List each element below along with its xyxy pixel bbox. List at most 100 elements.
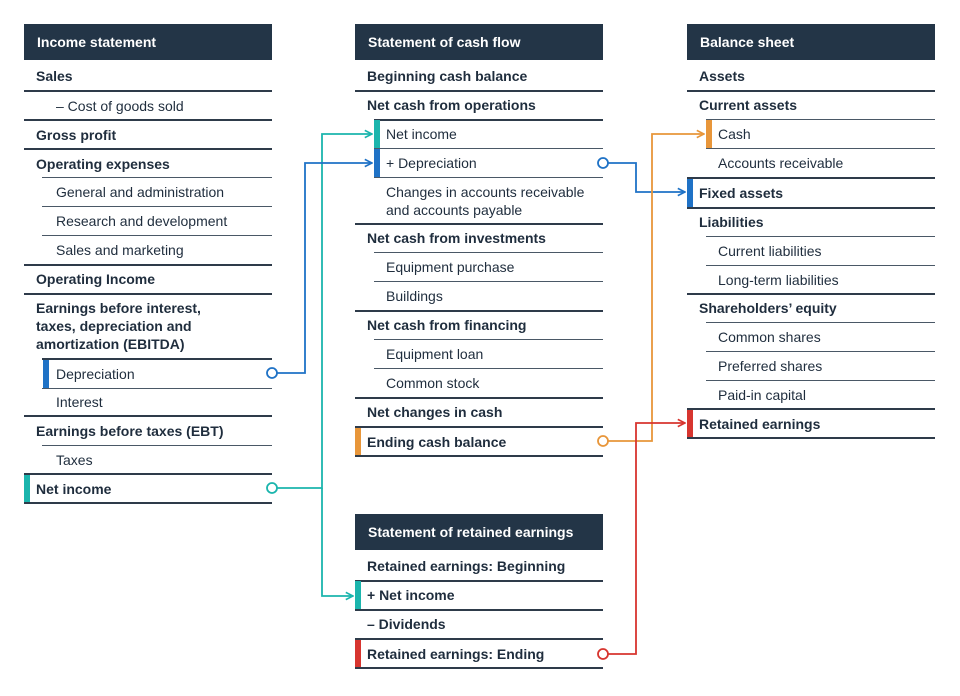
bs-row-paid-in-capital: Paid-in capital bbox=[718, 387, 806, 403]
income-row-cogs: – Cost of goods sold bbox=[56, 97, 184, 114]
row-divider bbox=[42, 177, 272, 178]
re-row-net-income: + Net income bbox=[367, 587, 455, 603]
cf-ending-cash-accent-bar bbox=[355, 428, 361, 456]
cf-row-equipment-purchase: Equipment purchase bbox=[386, 259, 515, 275]
cf-row-net-cash-financing: Net cash from financing bbox=[367, 317, 527, 333]
cf-row-equipment-loan: Equipment loan bbox=[386, 346, 484, 362]
row-divider bbox=[355, 426, 603, 428]
bs-row-cash: Cash bbox=[718, 126, 751, 142]
row-divider bbox=[355, 455, 603, 457]
depreciation-accent-bar bbox=[43, 360, 49, 388]
row-divider bbox=[42, 235, 272, 236]
row-divider bbox=[706, 322, 935, 323]
cf-row-net-cash-operations: Net cash from operations bbox=[367, 97, 536, 113]
re-row-ending: Retained earnings: Ending bbox=[367, 646, 545, 662]
income-row-interest: Interest bbox=[56, 394, 103, 410]
fixed-assets-connector bbox=[597, 157, 685, 192]
retained-earnings-title: Statement of retained earnings bbox=[355, 514, 603, 550]
row-divider bbox=[687, 293, 935, 295]
net-income-accent-bar bbox=[24, 475, 30, 503]
row-divider bbox=[374, 252, 603, 253]
row-divider bbox=[24, 502, 272, 504]
row-divider bbox=[355, 223, 603, 225]
income-row-taxes: Taxes bbox=[56, 452, 93, 468]
re-row-dividends: – Dividends bbox=[367, 616, 446, 632]
bs-row-current-liabilities: Current liabilities bbox=[718, 243, 822, 259]
row-divider bbox=[374, 148, 603, 149]
cf-row-net-income: Net income bbox=[386, 126, 457, 142]
retained-earnings-connector bbox=[597, 423, 685, 660]
row-divider bbox=[355, 580, 603, 582]
row-divider bbox=[706, 351, 935, 352]
bs-row-preferred-shares: Preferred shares bbox=[718, 358, 823, 374]
income-row-gross-profit: Gross profit bbox=[36, 126, 117, 143]
row-divider bbox=[706, 236, 935, 237]
row-divider bbox=[374, 119, 603, 121]
cf-row-changes-ar-ap: Changes in accounts receivable and accou… bbox=[386, 184, 585, 218]
cf-row-buildings: Buildings bbox=[386, 288, 443, 304]
row-divider bbox=[42, 206, 272, 207]
net-income-connector bbox=[266, 134, 372, 596]
bs-row-assets: Assets bbox=[699, 68, 745, 84]
row-divider bbox=[355, 397, 603, 399]
row-divider bbox=[24, 148, 272, 150]
row-divider bbox=[687, 90, 935, 92]
cf-row-net-changes-cash: Net changes in cash bbox=[367, 404, 503, 420]
income-row-operating-expenses: Operating expenses bbox=[36, 155, 170, 172]
bs-row-retained-earnings: Retained earnings bbox=[699, 416, 821, 432]
cash-flow-title: Statement of cash flow bbox=[355, 24, 603, 60]
balance-sheet-panel: Balance sheet Assets Current assets Cash… bbox=[687, 24, 935, 440]
row-divider bbox=[355, 667, 603, 669]
row-divider bbox=[706, 119, 935, 120]
row-divider bbox=[24, 264, 272, 266]
cf-row-beginning-cash: Beginning cash balance bbox=[367, 68, 528, 84]
row-divider bbox=[706, 265, 935, 266]
row-divider bbox=[355, 638, 603, 640]
row-divider bbox=[374, 368, 603, 369]
bs-row-long-term-liabilities: Long-term liabilities bbox=[718, 272, 839, 288]
re-net-income-accent-bar bbox=[355, 581, 361, 609]
cf-net-income-accent-bar bbox=[374, 120, 380, 148]
income-row-ebitda: Earnings before interest, taxes, depreci… bbox=[36, 300, 201, 352]
row-divider bbox=[687, 177, 935, 179]
bs-retained-earnings-accent-bar bbox=[687, 410, 693, 438]
bs-row-shareholders-equity: Shareholders’ equity bbox=[699, 300, 837, 316]
depreciation-connector bbox=[266, 163, 372, 379]
income-row-ebt: Earnings before taxes (EBT) bbox=[36, 423, 224, 439]
row-divider bbox=[687, 408, 935, 410]
bs-row-current-assets: Current assets bbox=[699, 97, 798, 113]
row-divider bbox=[355, 90, 603, 92]
income-row-snm: Sales and marketing bbox=[56, 242, 184, 258]
cf-row-depreciation: + Depreciation bbox=[386, 155, 477, 171]
bs-row-fixed-assets: Fixed assets bbox=[699, 185, 784, 201]
retained-earnings-panel: Statement of retained earnings Retained … bbox=[355, 514, 603, 674]
income-row-net-income: Net income bbox=[36, 481, 112, 497]
cash-flow-panel: Statement of cash flow Beginning cash ba… bbox=[355, 24, 603, 460]
row-divider bbox=[706, 380, 935, 381]
row-divider bbox=[42, 358, 272, 360]
row-divider bbox=[42, 445, 272, 446]
row-divider bbox=[42, 388, 272, 389]
cf-row-ending-cash: Ending cash balance bbox=[367, 434, 507, 450]
row-divider bbox=[24, 415, 272, 417]
re-row-beginning: Retained earnings: Beginning bbox=[367, 558, 566, 574]
row-divider bbox=[687, 207, 935, 209]
row-divider bbox=[355, 609, 603, 611]
bs-row-accounts-receivable: Accounts receivable bbox=[718, 155, 844, 171]
row-divider bbox=[687, 437, 935, 439]
income-row-operating-income: Operating Income bbox=[36, 271, 156, 287]
income-statement-panel: Income statement Sales – Cost of goods s… bbox=[24, 24, 272, 504]
re-ending-accent-bar bbox=[355, 640, 361, 668]
row-divider bbox=[24, 119, 272, 121]
cf-row-net-cash-investments: Net cash from investments bbox=[367, 230, 546, 246]
row-divider bbox=[374, 281, 603, 282]
cf-depreciation-accent-bar bbox=[374, 149, 380, 177]
row-divider bbox=[355, 310, 603, 312]
row-divider bbox=[24, 90, 272, 92]
row-divider bbox=[706, 148, 935, 149]
row-divider bbox=[374, 177, 603, 178]
income-row-sales: Sales bbox=[36, 68, 73, 84]
bs-row-common-shares: Common shares bbox=[718, 329, 821, 345]
income-row-gna: General and administration bbox=[56, 184, 225, 200]
